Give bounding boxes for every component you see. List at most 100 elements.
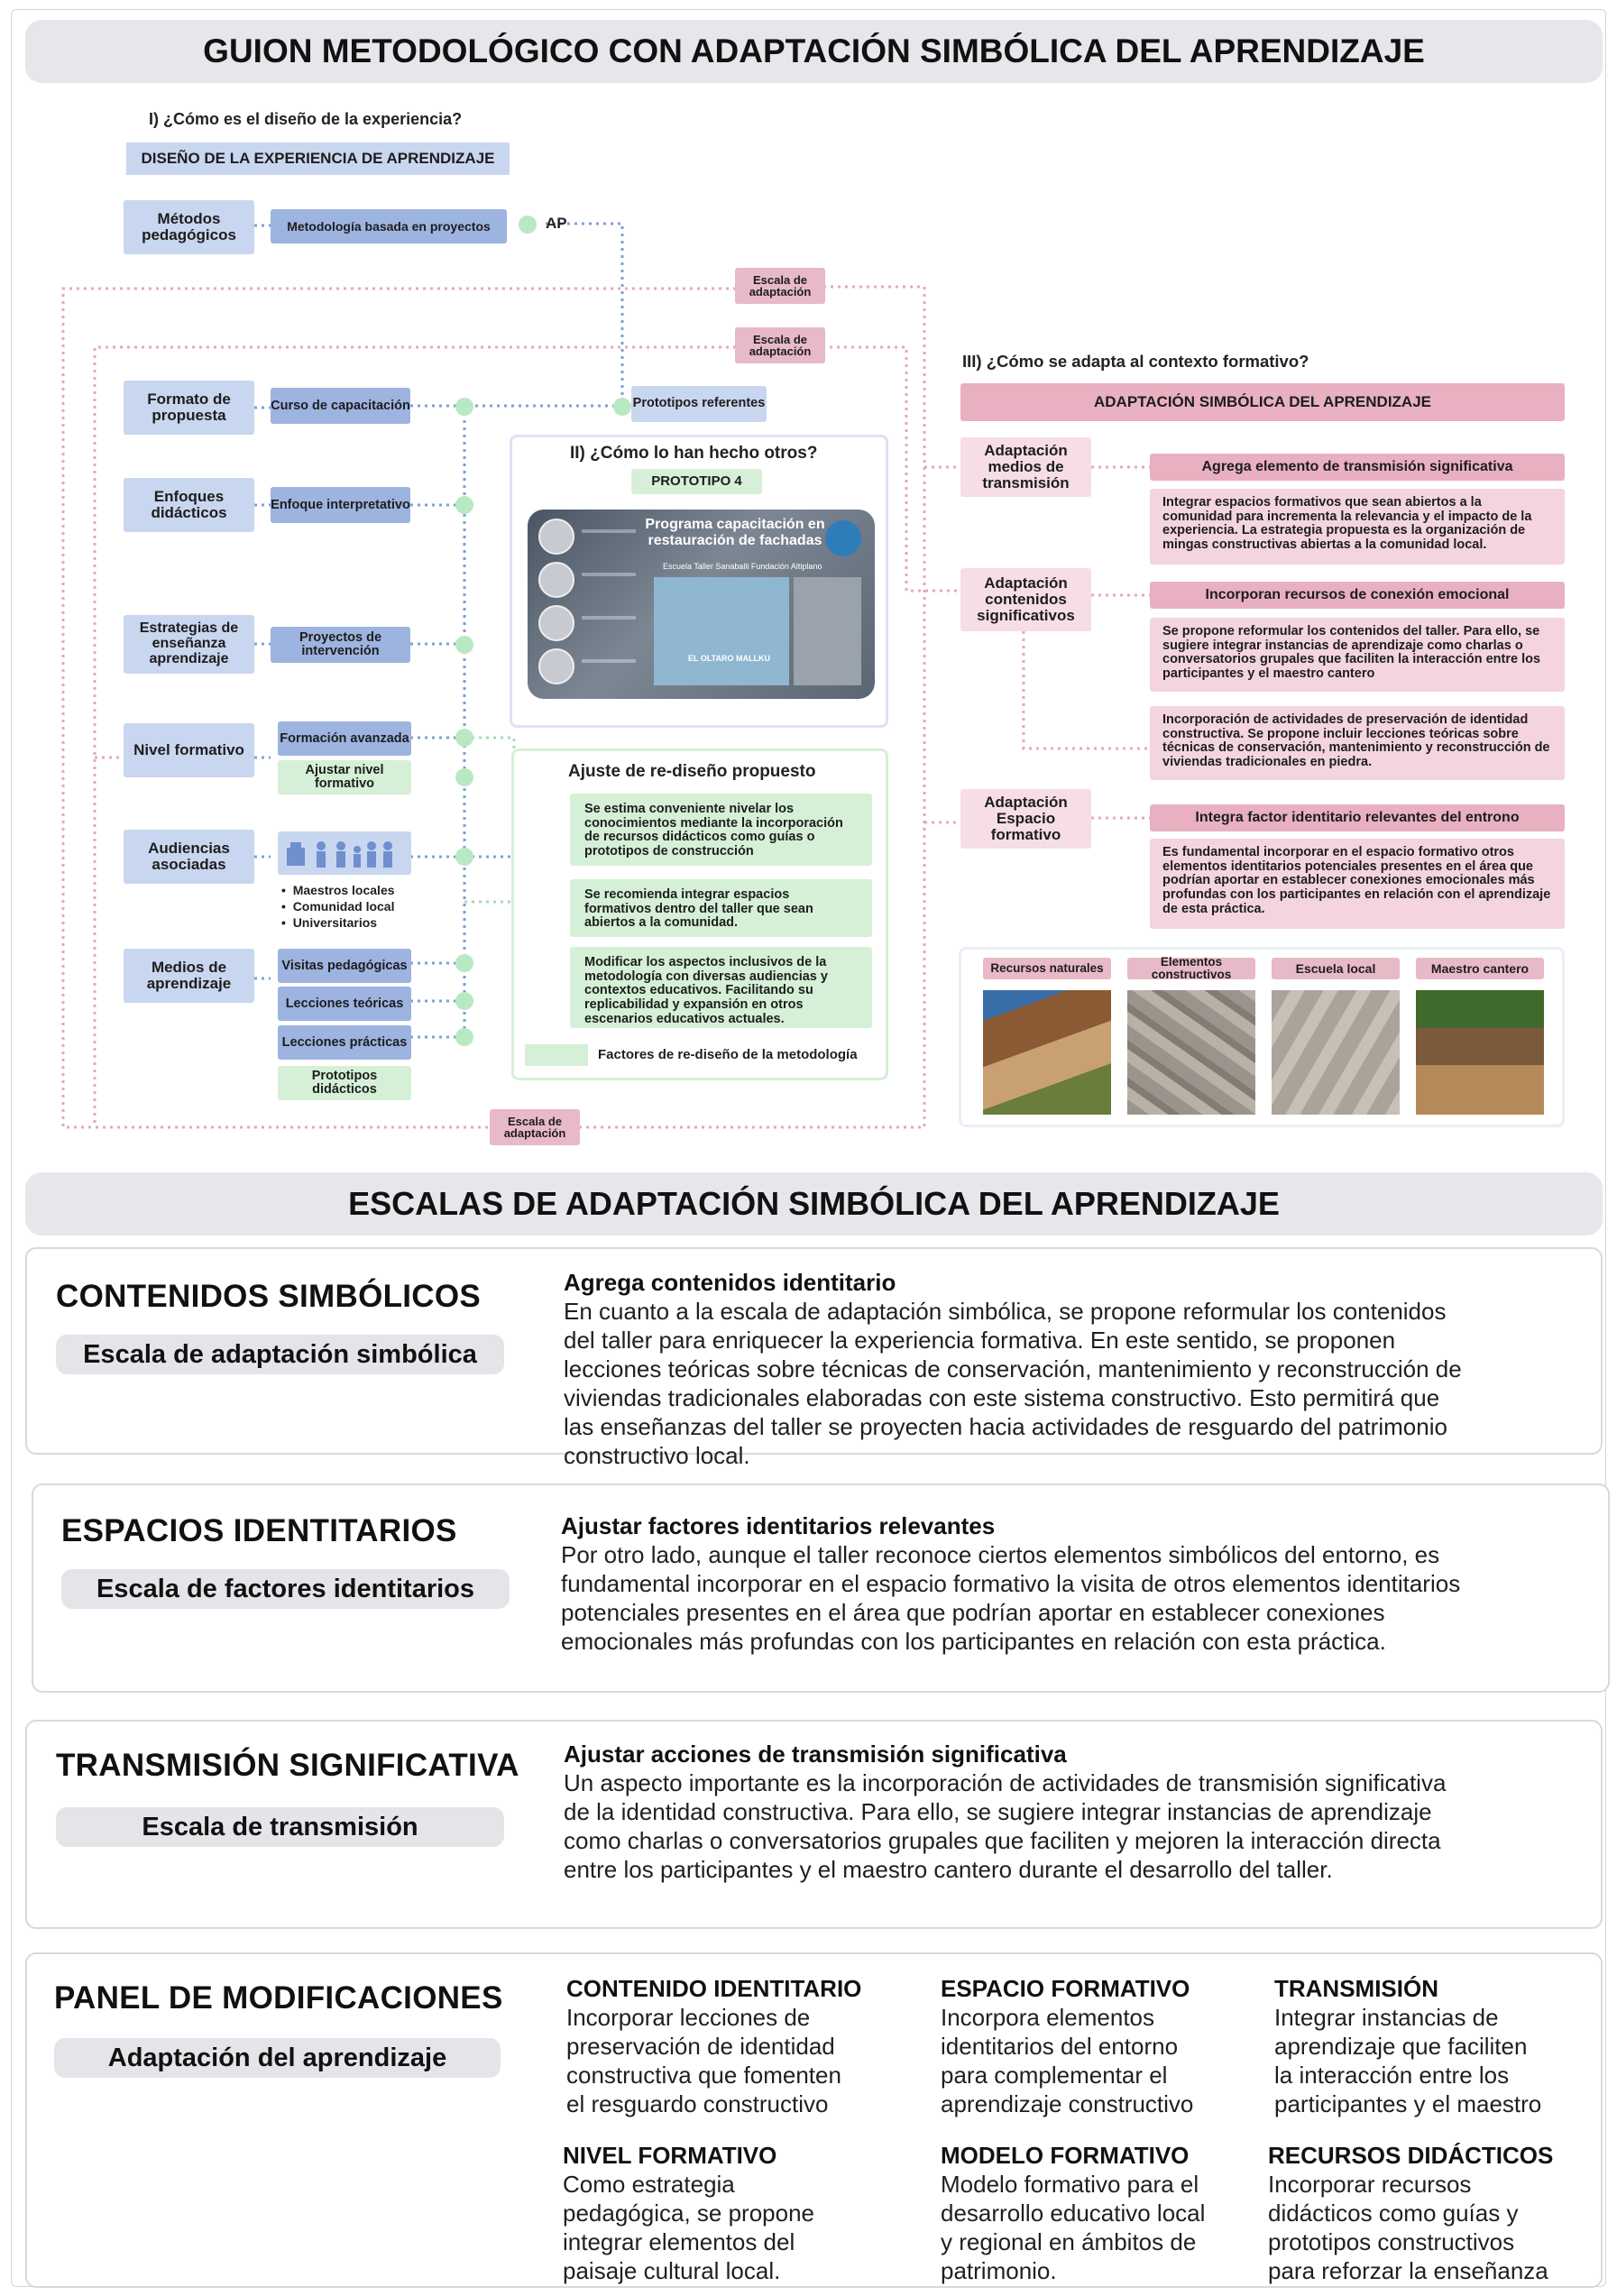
scale-1-title: CONTENIDOS SIMBÓLICOS: [56, 1279, 482, 1314]
item-proyectos: Proyectos de intervención: [271, 627, 410, 663]
photo-master-stonemason: [1416, 990, 1544, 1115]
text-line: En cuanto a la escala de adaptación simb…: [564, 1298, 1447, 1325]
list-item: • Universitarios: [281, 915, 378, 930]
row-enfoques: Enfoques didácticos: [124, 478, 254, 532]
text-line: entre los participantes y el maestro can…: [564, 1856, 1333, 1883]
text-line: fundamental incorporar en el espacio for…: [561, 1570, 1461, 1597]
item-lecciones-practicas: Lecciones prácticas: [278, 1025, 411, 1060]
prototype-badge: PROTOTIPO 4: [631, 469, 762, 494]
photo-label-elementos: Elementos constructivos: [1127, 956, 1255, 980]
scale-2-title: ESPACIOS IDENTITARIOS: [61, 1513, 457, 1548]
text-line: didácticos como guías y: [1268, 2200, 1519, 2227]
adaptation-header: ADAPTACIÓN SIMBÓLICA DEL APRENDIZAJE: [960, 383, 1565, 421]
node-dot: [455, 954, 473, 972]
block-contenidos-title: Incorporan recursos de conexión emociona…: [1150, 582, 1565, 609]
item-formacion: Formación avanzada: [278, 721, 411, 756]
text-line: pedagógica, se propone: [563, 2200, 815, 2227]
item-prototipos-didacticos: Prototipos didácticos: [278, 1066, 411, 1100]
mod-contenido-body: Incorporar lecciones de preservación de …: [566, 2003, 841, 2118]
mod-modelo-head: MODELO FORMATIVO: [941, 2142, 1190, 2169]
prototype-image-caption: EL OLTARO MALLKU: [688, 654, 770, 663]
escala-label-2: Escala de adaptación: [735, 327, 825, 363]
photo-label-recursos: Recursos naturales: [983, 958, 1111, 979]
audiences-list: • Maestros locales • Comunidad local • U…: [281, 882, 395, 931]
scale-3-pill: Escala de transmisión: [56, 1807, 504, 1847]
photo-stone-wall: [1127, 990, 1255, 1115]
scale-3-head: Ajustar acciones de transmisión signific…: [564, 1740, 1067, 1768]
logo-icon: [825, 520, 861, 556]
text-line: aprendizaje que faciliten: [1274, 2033, 1528, 2060]
redesign-item-3: Modificar los aspectos inclusivos de la …: [570, 947, 872, 1028]
text-line: la interacción entre los: [1274, 2062, 1510, 2089]
mod-nivel-head: NIVEL FORMATIVO: [563, 2142, 777, 2169]
modifications-title: PANEL DE MODIFICACIONES: [54, 1980, 503, 2016]
item-prototipos-referentes: Prototipos referentes: [631, 386, 767, 422]
mod-transmision-body: Integrar instancias de aprendizaje que f…: [1274, 2003, 1541, 2118]
redesign-item-1: Se estima conveniente nivelar los conoci…: [570, 794, 872, 866]
mod-recursos-head: RECURSOS DIDÁCTICOS: [1268, 2142, 1554, 2169]
mod-modelo-body: Modelo formativo para el desarrollo educ…: [941, 2170, 1205, 2285]
people-icon: [287, 841, 392, 868]
text-line: participantes y el maestro: [1274, 2090, 1542, 2117]
scale-1-body: En cuanto a la escala de adaptación simb…: [564, 1297, 1462, 1470]
ap-label: AP: [546, 215, 567, 232]
escala-label-3: Escala de adaptación: [490, 1109, 580, 1145]
photo-label-escuela: Escuela local: [1272, 958, 1400, 979]
legend-label: Factores de re-diseño de la metodología: [598, 1047, 858, 1062]
text-line: Un aspecto importante es la incorporació…: [564, 1769, 1447, 1796]
question-2: II) ¿Cómo lo han hecho otros?: [570, 444, 818, 463]
text-line: emocionales más profundas con los partic…: [561, 1628, 1386, 1655]
question-1: I) ¿Cómo es el diseño de la experiencia?: [149, 110, 463, 128]
legend-swatch: [525, 1044, 588, 1066]
text-line: Modelo formativo para el: [941, 2171, 1199, 2198]
row-metodos: Métodos pedagógicos: [124, 200, 254, 254]
text-line: preservación de identidad: [566, 2033, 835, 2060]
photo-natural-resources: [983, 990, 1111, 1115]
text-line: lecciones teóricas sobre técnicas de con…: [564, 1355, 1462, 1382]
prototype-image: Programa capacitación en restauración de…: [528, 510, 875, 699]
text-line: como charlas o conversatorios grupales q…: [564, 1827, 1441, 1854]
block-transmision-label: Adaptación medios de transmisión: [960, 437, 1091, 497]
question-3: III) ¿Cómo se adapta al contexto formati…: [962, 352, 1309, 371]
text-line: Como estrategia: [563, 2171, 735, 2198]
text-line: y regional en ámbitos de: [941, 2228, 1197, 2255]
text-line: del taller para enriquecer la experienci…: [564, 1327, 1396, 1354]
item-visitas: Visitas pedagógicas: [278, 949, 411, 983]
mod-espacio-body: Incorpora elementos identitarios del ent…: [941, 2003, 1193, 2118]
scale-1-head: Agrega contenidos identitario: [564, 1269, 896, 1296]
node-dot: [613, 398, 631, 416]
block-espacio-title: Integra factor identitario relevantes de…: [1150, 804, 1565, 831]
row-medios: Medios de aprendizaje: [124, 949, 254, 1003]
text-line: Incorporar lecciones de: [566, 2004, 811, 2031]
photo-label-maestro: Maestro cantero: [1416, 958, 1544, 979]
mod-transmision-head: TRANSMISIÓN: [1274, 1975, 1438, 2002]
item-lecciones-teoricas: Lecciones teóricas: [278, 987, 411, 1021]
text-line: las enseñanzas del taller se proyecten h…: [564, 1413, 1447, 1440]
scale-2-pill: Escala de factores identitarios: [61, 1569, 510, 1609]
text-line: Incorporar recursos: [1268, 2171, 1472, 2198]
block-contenidos-label: Adaptación contenidos significativos: [960, 568, 1091, 631]
text-line: constructiva que fomenten: [566, 2062, 841, 2089]
node-dot: [455, 1028, 473, 1046]
node-dot: [455, 636, 473, 654]
list-item: • Maestros locales: [281, 883, 395, 897]
mod-espacio-head: ESPACIO FORMATIVO: [941, 1975, 1190, 2002]
text-line: constructivo local.: [564, 1442, 750, 1469]
page-title: GUION METODOLÓGICO CON ADAPTACIÓN SIMBÓL…: [25, 20, 1603, 83]
node-dot: [455, 729, 473, 747]
block-contenidos-text: Se propone reformular los contenidos del…: [1150, 618, 1565, 692]
redesign-item-2: Se recomienda integrar espacios formativ…: [570, 879, 872, 937]
text-line: para reforzar la enseñanza: [1268, 2257, 1548, 2284]
prototype-image-subtitle: Escuela Taller Sanaballi Fundación Altip…: [663, 562, 822, 571]
text-line: paisaje cultural local.: [563, 2257, 781, 2284]
row-formato: Formato de propuesta: [124, 381, 254, 435]
block-espacio-text: Es fundamental incorporar en el espacio …: [1150, 839, 1565, 929]
node-dot: [455, 992, 473, 1010]
row-estrategias: Estrategias de enseñanza aprendizaje: [124, 615, 254, 674]
text-line: de la identidad constructiva. Para ello,…: [564, 1798, 1432, 1825]
node-dot: [455, 398, 473, 416]
block-transmision-text: Integrar espacios formativos que sean ab…: [1150, 489, 1565, 565]
text-line: el resguardo constructivo: [566, 2090, 829, 2117]
escala-label-1: Escala de adaptación: [735, 268, 825, 304]
list-item: • Comunidad local: [281, 899, 395, 914]
